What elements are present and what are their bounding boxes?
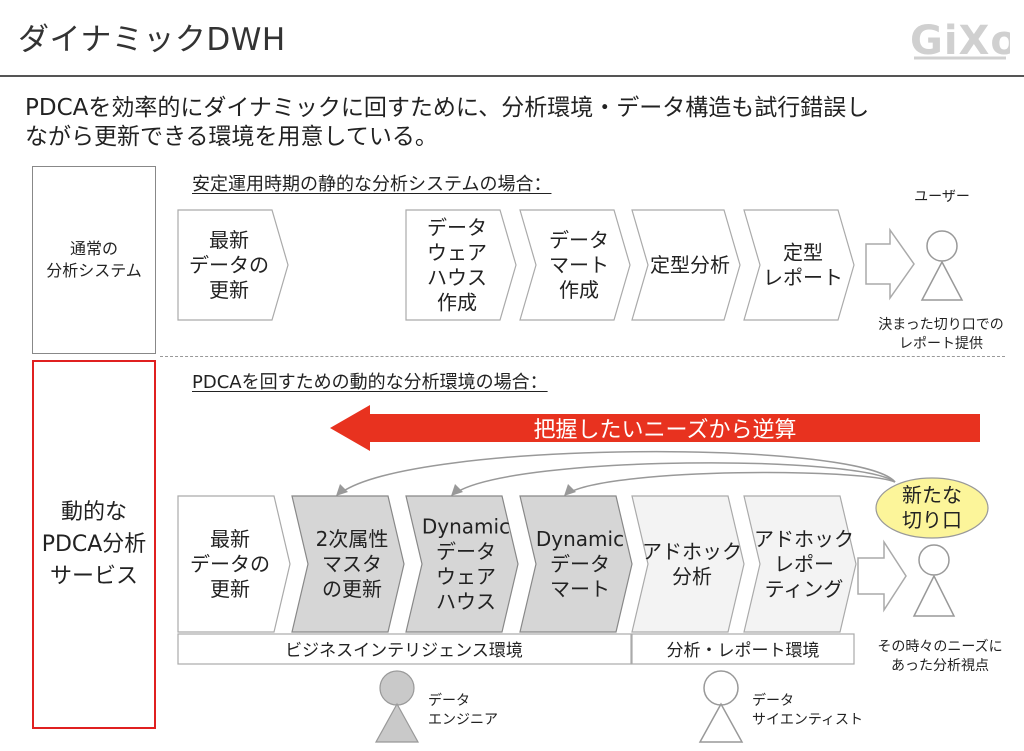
- data-engineer-icon: [374, 670, 420, 743]
- svg-text:新たな: 新たな: [902, 483, 962, 507]
- dynamic-step-6-label: レポー: [774, 552, 834, 576]
- svg-text:GiXo: GiXo: [910, 18, 1010, 62]
- dynamic-step-1-label: 更新: [210, 577, 250, 601]
- static-section-heading: 安定運用時期の静的な分析システムの場合：: [192, 174, 552, 195]
- gixo-logo: GiXo: [910, 14, 1018, 66]
- dynamic-user-icon: [912, 544, 956, 617]
- new-angle-bubble: 新たな 切り口: [875, 477, 989, 539]
- dynamic-step-2-label: マスタ: [322, 552, 382, 576]
- dynamic-section-heading: PDCAを回すための動的な分析環境の場合：: [192, 372, 548, 393]
- static-step-5-label: 定型: [783, 241, 823, 265]
- data-scientist-label-line: サイエンティスト: [752, 712, 864, 728]
- static-user-icon: [920, 230, 964, 301]
- section-divider: [160, 356, 1005, 357]
- data-scientist-icon: [698, 670, 744, 743]
- page-title: ダイナミックDWH: [18, 22, 286, 58]
- static-step-3-label: 作成: [559, 278, 599, 302]
- static-step-1-label: データの: [189, 253, 269, 277]
- data-engineer-label-line: エンジニア: [428, 712, 498, 728]
- dynamic-step-4-label: マート: [550, 577, 610, 601]
- dynamic-service-label-line: PDCA分析: [41, 531, 147, 557]
- svg-text:ビジネスインテリジェンス環境: ビジネスインテリジェンス環境: [285, 641, 523, 661]
- dynamic-step-1-label: 最新: [210, 527, 250, 551]
- static-step-4: 定型分析: [631, 209, 741, 321]
- dynamic-step-2-label: の更新: [322, 577, 382, 601]
- dynamic-step-3-label: Dynamic: [422, 515, 510, 539]
- subtitle-line-1: PDCAを効率的にダイナミックに回すために、分析環境・データ構造も試行錯誤し: [25, 95, 870, 121]
- dynamic-step-6-label: ティング: [765, 577, 844, 601]
- static-system-label-line: 分析システム: [46, 261, 142, 280]
- static-step-3-label: マート: [549, 253, 609, 277]
- dynamic-service-label-line: サービス: [49, 563, 138, 589]
- static-step-5-label: レポート: [763, 266, 843, 290]
- title-divider: [0, 75, 1024, 77]
- reverse-calculation-arrow: 把握したいニーズから逆算: [330, 405, 980, 451]
- data-engineer-label-line: データ: [428, 693, 470, 709]
- svg-text:切り口: 切り口: [902, 508, 962, 532]
- data-engineer-label: データ エンジニア: [428, 692, 498, 730]
- static-step-1-label: 更新: [209, 278, 249, 302]
- static-user-caption-line: 決まった切り口での: [878, 317, 1004, 333]
- static-user-caption: 決まった切り口での レポート提供: [856, 316, 1024, 354]
- static-user-caption-line: レポート提供: [899, 336, 983, 352]
- dynamic-flow-arrow: [857, 539, 907, 613]
- dynamic-user-caption: その時々のニーズに あった分析視点: [856, 638, 1024, 676]
- dynamic-user-caption-line: あった分析視点: [891, 658, 989, 674]
- subtitle-line-2: ながら更新できる環境を用意している。: [25, 124, 438, 150]
- static-system-label-line: 通常の: [69, 239, 118, 258]
- static-step-1-label: 最新: [209, 228, 249, 252]
- dynamic-step-4-label: データ: [550, 552, 610, 576]
- analysis-environment-bar: 分析・レポート環境: [631, 633, 855, 665]
- dynamic-step-1-label: データの: [190, 552, 270, 576]
- static-step-4-label: 定型分析: [650, 253, 730, 277]
- dynamic-step-3-label: データ: [436, 540, 496, 564]
- static-flow-arrow: [865, 227, 915, 301]
- static-step-2-label: ウェア: [427, 241, 487, 265]
- subtitle: PDCAを効率的にダイナミックに回すために、分析環境・データ構造も試行錯誤し な…: [25, 94, 1005, 152]
- dynamic-step-4-label: Dynamic: [536, 527, 624, 551]
- static-user-label: ユーザー: [914, 189, 970, 205]
- dynamic-service-label-line: 動的な: [60, 499, 127, 525]
- svg-text:把握したいニーズから逆算: 把握したいニーズから逆算: [534, 418, 797, 443]
- static-system-label-box: 通常の 分析システム: [32, 166, 156, 354]
- dynamic-step-6-label: アドホック: [754, 527, 854, 551]
- dynamic-step-5-label: アドホック: [642, 540, 742, 564]
- dynamic-service-label-box: 動的な PDCA分析 サービス: [32, 360, 156, 729]
- static-step-2-label: 作成: [437, 291, 477, 315]
- data-scientist-label: データ サイエンティスト: [752, 692, 863, 730]
- static-step-3-label: データ: [549, 228, 609, 252]
- svg-text:分析・レポート環境: 分析・レポート環境: [667, 641, 820, 661]
- static-step-2-label: データ: [427, 216, 487, 240]
- static-step-2-label: ハウス: [427, 266, 487, 290]
- dynamic-user-caption-line: その時々のニーズに: [877, 639, 1003, 655]
- bi-environment-bar: ビジネスインテリジェンス環境: [177, 633, 632, 665]
- data-scientist-label-line: データ: [752, 693, 794, 709]
- dynamic-step-3-label: ウェア: [436, 565, 496, 589]
- dynamic-step-3-label: ハウス: [436, 590, 496, 614]
- feedback-arrows: [341, 450, 896, 493]
- feedback-arrowheads: [336, 484, 576, 496]
- dynamic-step-5-label: 分析: [672, 565, 712, 589]
- dynamic-step-2-label: 2次属性: [316, 527, 389, 551]
